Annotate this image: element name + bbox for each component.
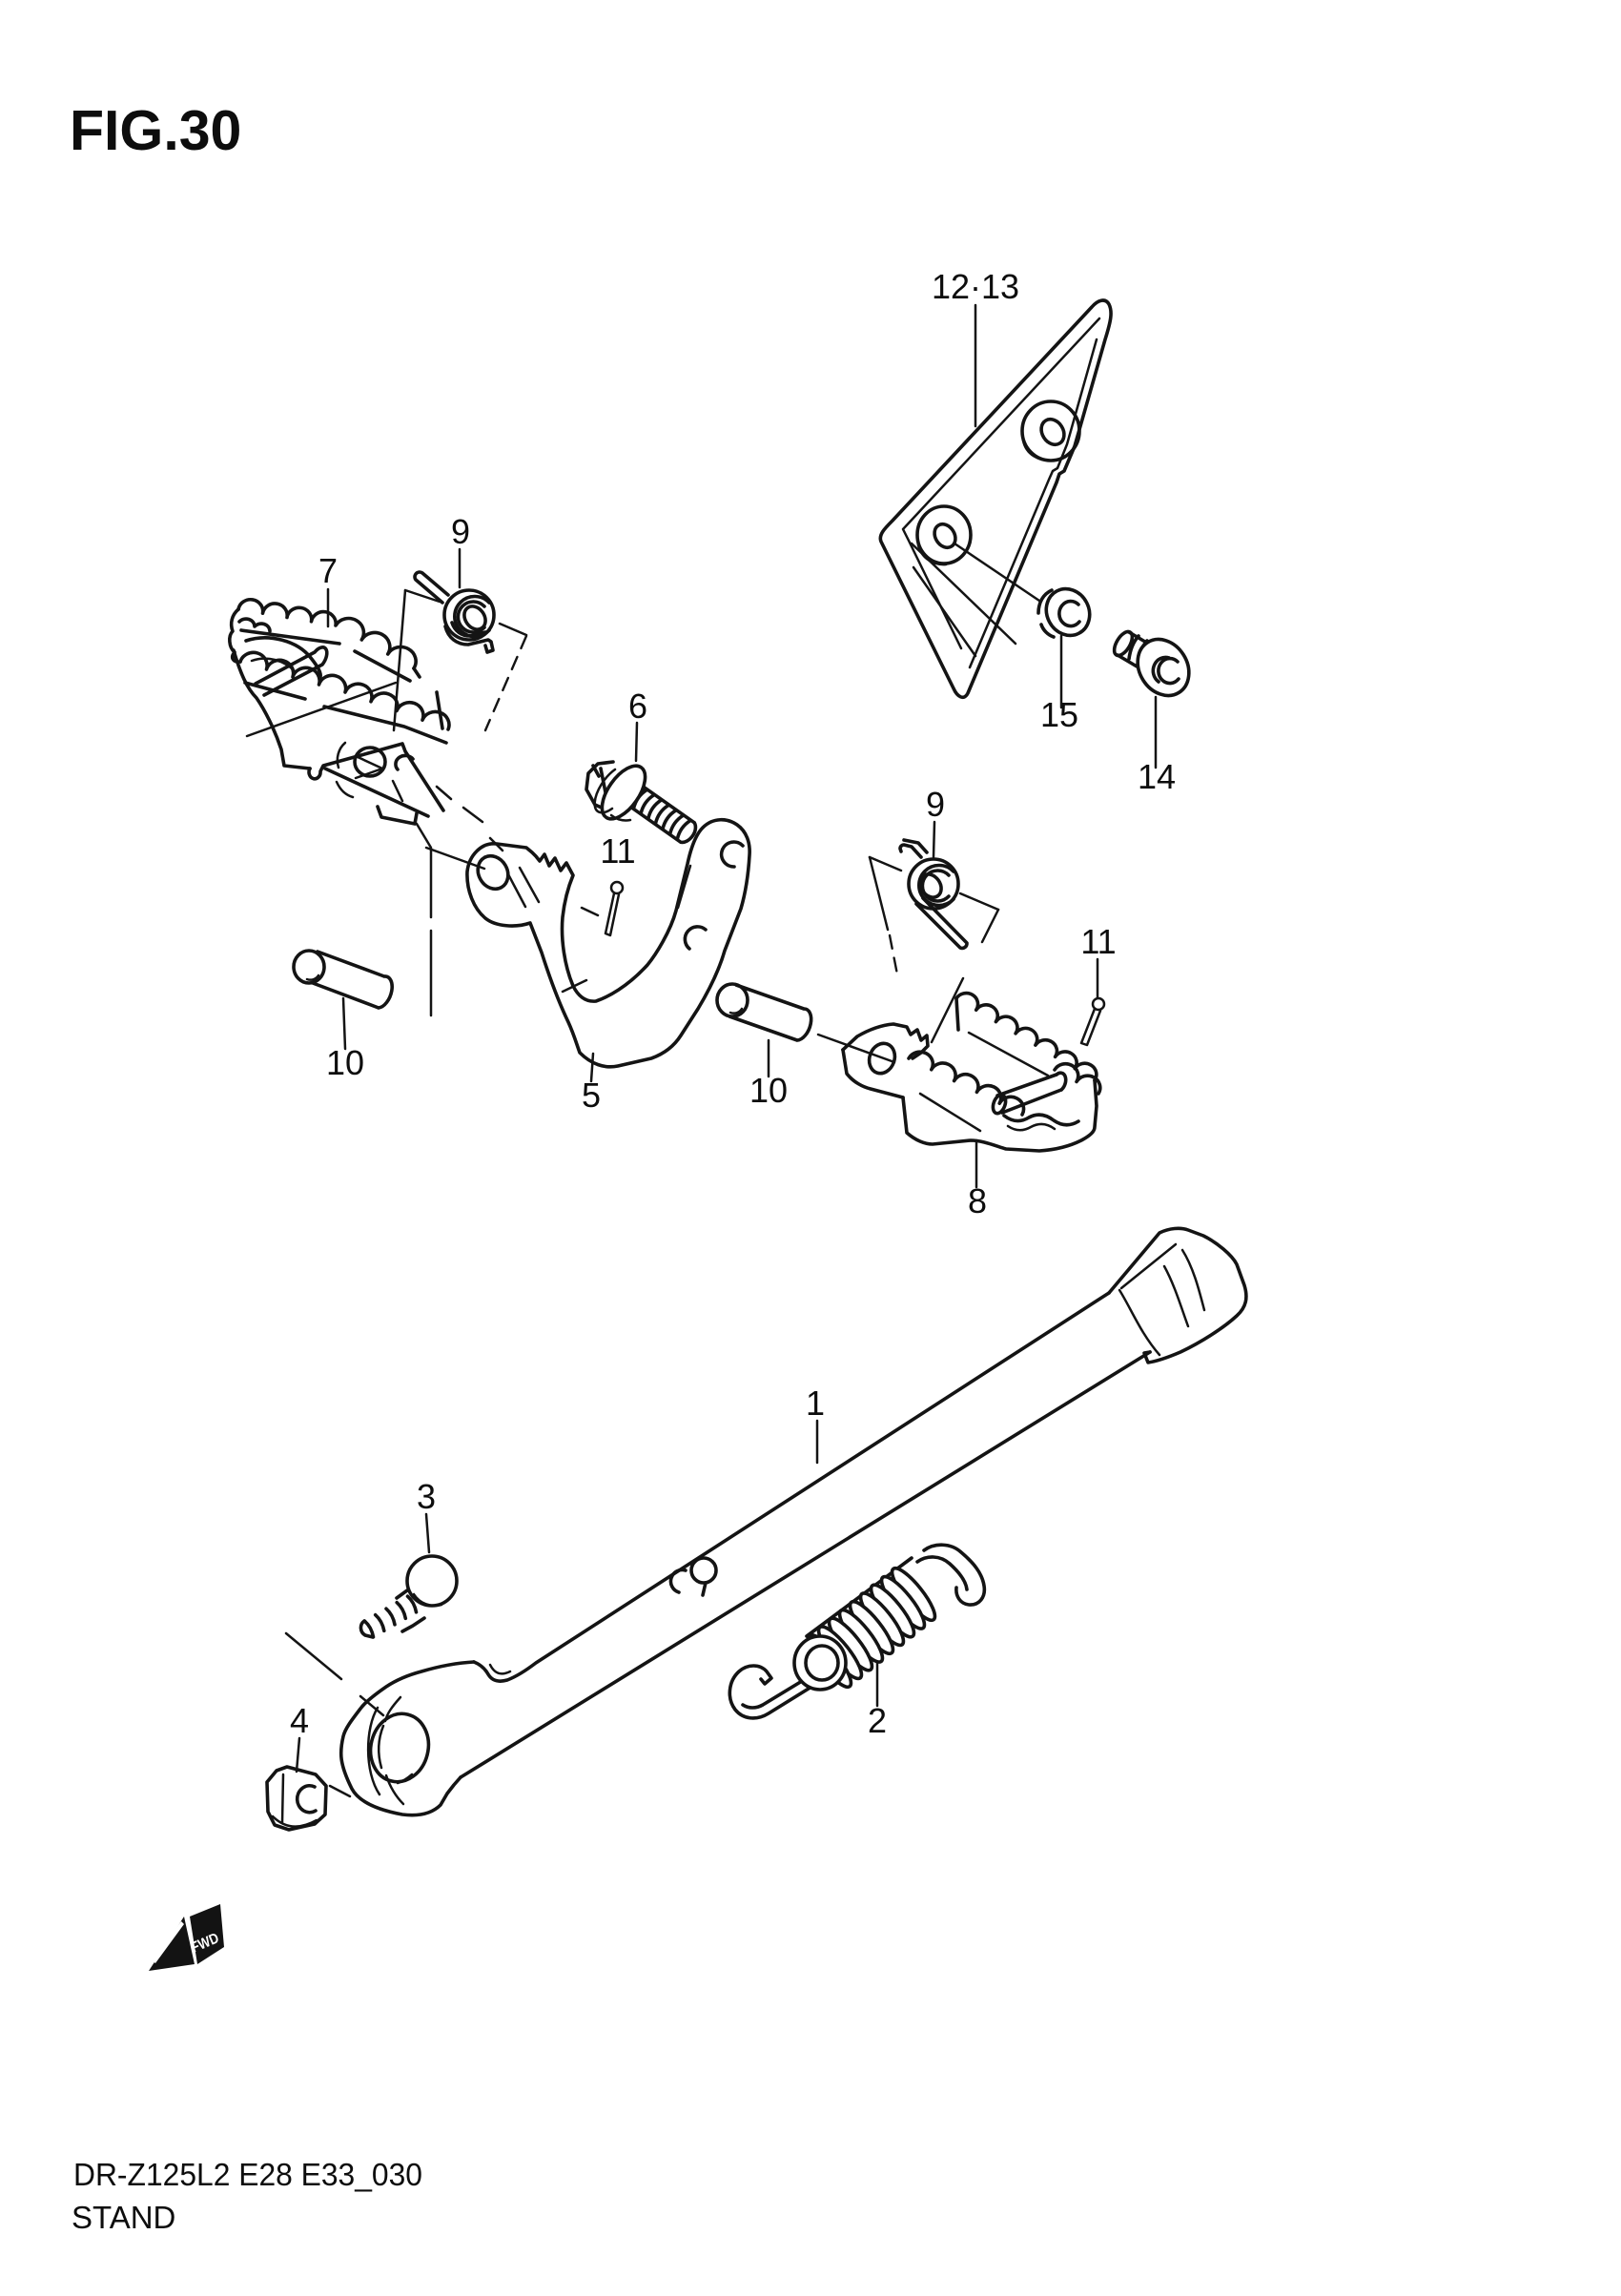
- svg-text:15: 15: [1040, 695, 1078, 734]
- svg-text:12·13: 12·13: [932, 267, 1019, 306]
- svg-text:5: 5: [582, 1076, 601, 1115]
- svg-text:FIG.30: FIG.30: [70, 99, 241, 162]
- svg-text:9: 9: [451, 512, 470, 551]
- svg-text:1: 1: [806, 1384, 825, 1423]
- svg-text:7: 7: [318, 551, 338, 590]
- svg-text:STAND: STAND: [72, 2200, 175, 2235]
- svg-text:11: 11: [1080, 922, 1116, 961]
- svg-text:DR-Z125L2 E28 E33_030: DR-Z125L2 E28 E33_030: [73, 2157, 422, 2192]
- svg-text:9: 9: [926, 785, 945, 824]
- svg-text:6: 6: [628, 687, 647, 726]
- svg-text:2: 2: [868, 1701, 887, 1740]
- svg-text:11: 11: [600, 831, 635, 871]
- svg-text:3: 3: [417, 1477, 436, 1516]
- svg-text:4: 4: [290, 1701, 309, 1740]
- svg-text:8: 8: [968, 1181, 987, 1220]
